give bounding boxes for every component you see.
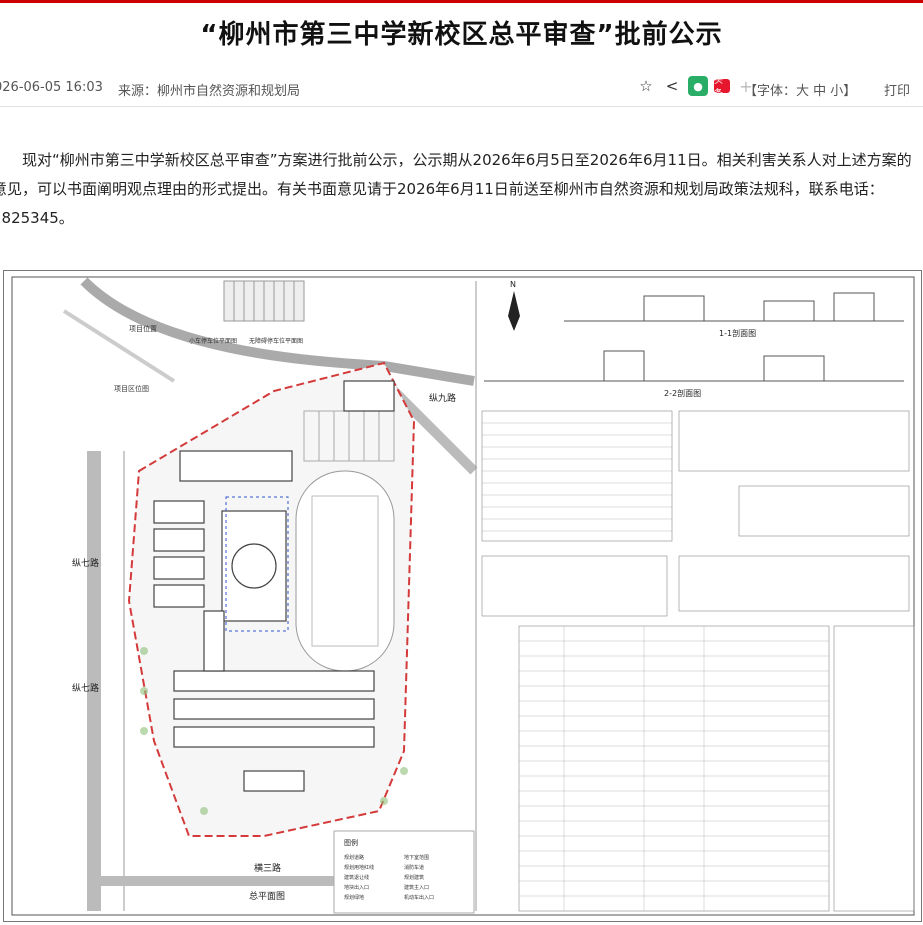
legend-item: 规划绿地 — [344, 894, 364, 901]
weibo-icon[interactable]: 头条 — [714, 76, 730, 99]
road-south-label: 横三路 — [254, 862, 281, 874]
article-paragraph: 现对“柳州市第三中学新校区总平审查”方案进行批前公示，公示期从2026年6月5日… — [0, 151, 912, 227]
section-2-2-drawing — [484, 350, 904, 382]
article-title: “柳州市第三中学新校区总平审查”批前公示 — [200, 20, 723, 50]
legend-title: 图例 — [344, 838, 358, 847]
plan-legend: 图例 规划道路 规划用地红线 建筑退让线 地块出入口 规划绿地 地下室范围 消防… — [333, 830, 475, 914]
star-icon[interactable]: ☆ — [639, 77, 653, 95]
font-size-switcher[interactable]: 【字体：大 中 小】 — [744, 84, 857, 99]
legend-item: 地下室范围 — [404, 854, 429, 861]
top-accent-line — [0, 0, 923, 3]
article-meta-bar: 026-06-05 16:03 来源：柳州市自然资源和规划局 ☆ < ● 头条 … — [0, 70, 923, 107]
weibo-badge-label: 头条 — [714, 76, 724, 99]
legend-item: 机动车出入口 — [404, 894, 434, 901]
north-arrow: N — [508, 280, 520, 331]
section-1-1-drawing — [564, 292, 904, 322]
section-1-caption: 1-1剖面图 — [719, 328, 756, 338]
legend-item: 规划道路 — [344, 854, 364, 861]
wechat-icon[interactable]: ● — [688, 76, 708, 96]
site-plan-caption: 总平面图 — [249, 890, 285, 902]
technical-tables — [481, 410, 915, 912]
site-plan-image: 项目位置 项目区位图 小车停车位平面图 无障碍停车位平面图 纵九路 纵七路 纵七… — [3, 270, 922, 922]
share-toolbar: ☆ < ● 头条 + — [636, 76, 756, 99]
road-west-lower-label: 纵七路 — [72, 682, 99, 694]
site-location-map-label: 项目区位图 — [114, 384, 149, 393]
site-location-label: 项目位置 — [129, 324, 157, 333]
share-icon[interactable]: < — [665, 77, 679, 95]
legend-item: 规划用地红线 — [344, 864, 374, 871]
road-north-label: 纵九路 — [429, 392, 456, 404]
legend-item: 建筑退让线 — [344, 874, 369, 881]
legend-item: 建筑主入口 — [404, 884, 429, 891]
print-link[interactable]: 打印 — [884, 84, 911, 99]
north-arrow-label: N — [510, 280, 516, 289]
legend-item: 规划建筑 — [404, 874, 424, 881]
bike-parking-label: 无障碍停车位平面图 — [249, 337, 303, 345]
legend-item: 消防车道 — [404, 864, 424, 871]
legend-item: 地块出入口 — [344, 884, 369, 891]
car-parking-label: 小车停车位平面图 — [189, 337, 237, 345]
site-plan-drawing: 项目位置 项目区位图 小车停车位平面图 无障碍停车位平面图 纵九路 纵七路 纵七… — [62, 277, 478, 911]
road-west-upper-label: 纵七路 — [72, 557, 99, 569]
plus-icon[interactable]: + — [739, 76, 753, 96]
article-source: 来源：柳州市自然资源和规划局 — [118, 84, 301, 99]
section-2-caption: 2-2剖面图 — [664, 388, 701, 398]
article-body: 现对“柳州市第三中学新校区总平审查”方案进行批前公示，公示期从2026年6月5日… — [0, 146, 917, 233]
publish-date: 026-06-05 16:03 — [0, 80, 103, 95]
